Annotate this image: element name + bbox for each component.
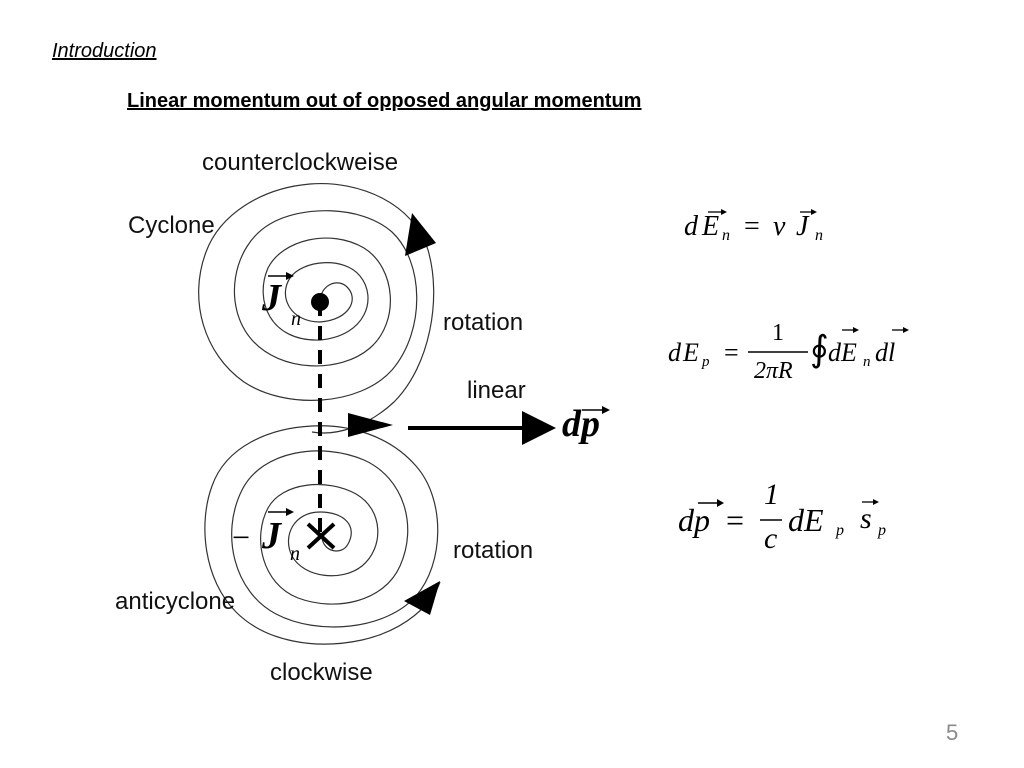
label-linear: linear <box>467 377 526 404</box>
rotation-arrow-middle <box>348 413 393 437</box>
svg-text:J: J <box>261 277 282 319</box>
label-rotation-top: rotation <box>443 309 523 336</box>
label-counterclockwise: counterclockweise <box>202 149 398 176</box>
label-rotation-bottom: rotation <box>453 537 533 564</box>
equation-energy-loop-integral: d E p = 1 2πR ∮ dE n dl <box>668 318 928 394</box>
svg-text:n: n <box>291 308 301 330</box>
angular-momentum-symbol-top: J n <box>261 272 301 330</box>
anticyclone-center-cross <box>306 522 336 550</box>
anticyclone-spiral <box>204 425 441 645</box>
slide-title: Linear momentum out of opposed angular m… <box>127 90 642 112</box>
svg-text:−: − <box>232 519 250 555</box>
momentum-symbol: dp <box>562 403 610 445</box>
angular-momentum-symbol-bottom: − J n <box>232 508 300 565</box>
page-number: 5 <box>946 720 959 745</box>
svg-text:dp: dp <box>562 403 600 445</box>
label-clockwise: clockwise <box>270 659 373 686</box>
equation-energy-flux: d E n = v J n <box>684 209 823 244</box>
cyclone-center-dot <box>311 293 329 311</box>
svg-text:J: J <box>261 515 282 557</box>
rotation-arrow-bottom <box>404 581 440 615</box>
linear-momentum-arrowhead <box>522 411 556 445</box>
rotation-arrow-top <box>405 213 436 256</box>
section-label: Introduction <box>52 40 157 62</box>
equation-momentum: dp = 1 c dE p s p <box>678 478 886 555</box>
svg-text:n: n <box>290 543 300 565</box>
cyclone-spiral <box>198 182 435 434</box>
label-cyclone: Cyclone <box>128 212 215 239</box>
label-anticyclone: anticyclone <box>115 588 235 615</box>
